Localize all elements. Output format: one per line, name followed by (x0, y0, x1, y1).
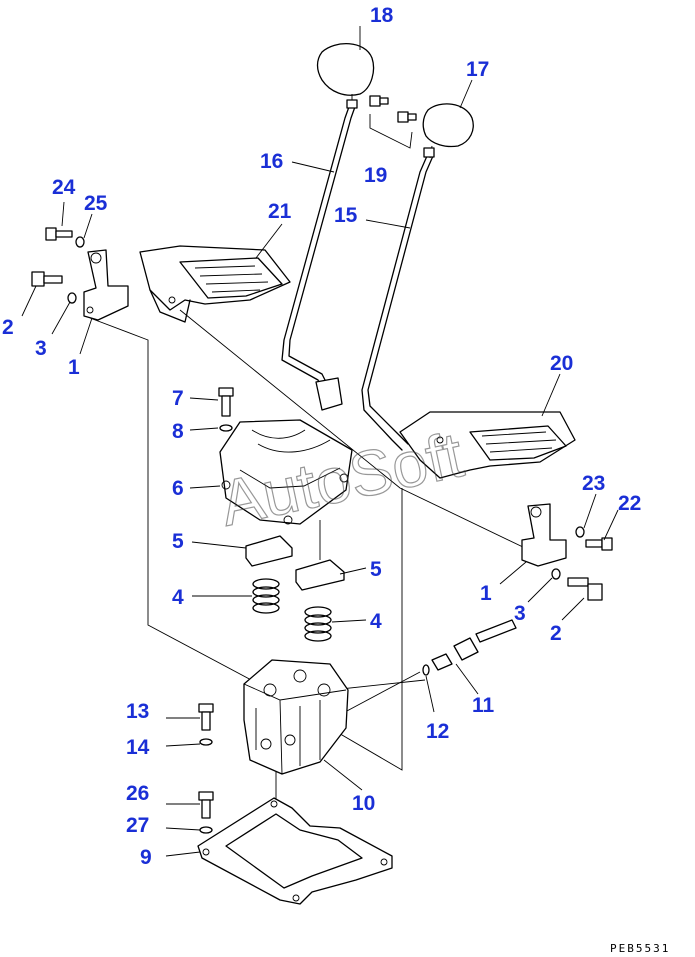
bracket-1-right (521, 503, 567, 567)
bolt-2-left (31, 271, 63, 287)
callout-16: 16 (260, 150, 283, 173)
callout-2-right: 2 (550, 622, 562, 645)
callout-6: 6 (172, 477, 184, 500)
callout-4-right: 4 (370, 610, 382, 633)
pedal-20 (399, 411, 576, 479)
callout-22: 22 (618, 492, 641, 515)
spring-4-left (252, 578, 280, 614)
callout-20: 20 (550, 352, 573, 375)
callout-21: 21 (268, 200, 292, 223)
bolt-13 (198, 703, 214, 731)
washer-23 (575, 526, 585, 538)
callout-15: 15 (334, 204, 358, 227)
pedal-21 (139, 245, 291, 323)
callout-2-left: 2 (2, 316, 14, 339)
bolt-26 (198, 791, 214, 819)
bolt-24 (45, 227, 73, 241)
lever-16 (281, 99, 358, 411)
bolt-7 (218, 387, 234, 417)
washer-8 (219, 424, 233, 432)
drawing-code: PEB5531 (610, 942, 670, 955)
callout-1-right: 1 (480, 582, 492, 605)
callout-18: 18 (370, 4, 394, 27)
plate-5-right (295, 559, 345, 591)
callout-13: 13 (126, 700, 149, 723)
callout-11: 11 (472, 694, 495, 717)
callout-4-left: 4 (172, 586, 184, 609)
callout-10: 10 (352, 792, 375, 815)
o-ring-12 (422, 664, 430, 676)
callout-27: 27 (126, 814, 149, 837)
joint-11 (431, 619, 517, 671)
washer-27 (199, 826, 213, 834)
callout-17: 17 (466, 58, 489, 81)
callout-25: 25 (84, 192, 108, 215)
callout-23: 23 (582, 472, 605, 495)
knob-18 (316, 42, 375, 104)
cover-6 (219, 419, 353, 525)
washer-25 (75, 236, 85, 248)
washer-3-right (551, 568, 561, 580)
valve-10 (243, 659, 349, 775)
callout-3-right: 3 (514, 602, 526, 625)
callout-5-left: 5 (172, 530, 184, 553)
washer-3-left (67, 292, 77, 304)
callout-19: 19 (364, 164, 387, 187)
lever-15 (361, 147, 435, 451)
callout-8: 8 (172, 420, 184, 443)
callout-1-left: 1 (68, 356, 80, 379)
spring-4-right (304, 606, 332, 642)
callout-12: 12 (426, 720, 449, 743)
callout-9: 9 (140, 846, 152, 869)
bolt-22 (585, 537, 613, 551)
callout-labels: 1 1 2 2 3 3 4 4 5 5 6 7 8 9 10 11 12 13 … (2, 4, 641, 869)
bolt-2-right (567, 577, 603, 601)
plate-5-left (245, 535, 293, 567)
callout-24: 24 (52, 176, 76, 199)
callout-14: 14 (126, 736, 150, 759)
leader-lines (21, 26, 619, 857)
callout-3-left: 3 (35, 337, 47, 360)
bracket-1-left (83, 249, 129, 321)
callout-26: 26 (126, 782, 149, 805)
callout-7: 7 (172, 387, 184, 410)
assembly-lines (89, 309, 526, 890)
gasket-9 (197, 797, 393, 905)
callout-5-right: 5 (370, 558, 382, 581)
bolt-19 (369, 95, 417, 149)
washer-14 (199, 738, 213, 746)
